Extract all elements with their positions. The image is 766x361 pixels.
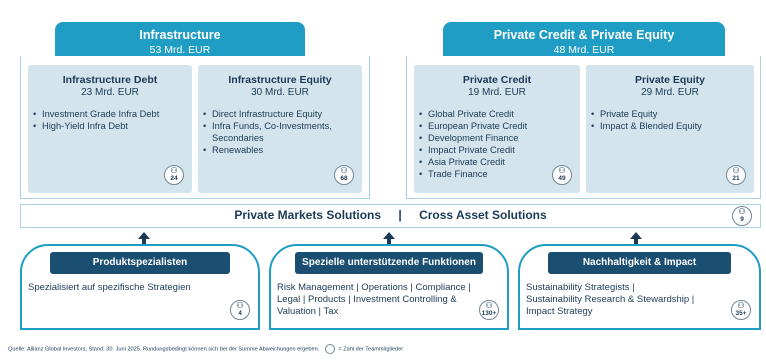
card-amount: 23 Mrd. EUR (81, 87, 139, 98)
list-item: Global Private Credit (419, 108, 580, 120)
produktspezialisten-title: Produktspezialisten (50, 252, 230, 274)
arrow-up-icon (630, 232, 642, 244)
panel-text: Risk Management | Operations | Complianc… (277, 282, 487, 318)
card-private-equity: Private Equity 29 Mrd. EUR Private Equit… (586, 65, 754, 193)
list-item: Investment Grade Infra Debt (33, 108, 192, 120)
card-amount: 30 Mrd. EUR (251, 87, 309, 98)
card-title: Infrastructure Debt (62, 74, 158, 86)
team-count-badge: ⚇ 35+ (731, 300, 751, 320)
sustainability-panel: Nachhaltigkeit & Impact Sustainability S… (518, 244, 761, 330)
panel-line: Sustainability Research & Stewardship | (526, 294, 695, 305)
team-count: 130+ (481, 310, 497, 317)
person-icon: ⚇ (732, 166, 740, 175)
team-count: 21 (732, 175, 740, 182)
panel-line: Risk Management | Operations | Complianc… (277, 282, 471, 293)
private-markets-title: Private Credit & Private Equity (493, 28, 675, 42)
team-count-badge: ⚇ 9 (732, 206, 752, 226)
infrastructure-header: Infrastructure 53 Mrd. EUR (55, 22, 305, 56)
infrastructure-amount: 53 Mrd. EUR (149, 44, 211, 56)
infrastructure-title: Infrastructure (139, 28, 221, 42)
team-count-badge: ⚇ 130+ (479, 300, 499, 320)
card-title: Infrastructure Equity (228, 74, 332, 86)
team-count-badge: ⚇ 68 (334, 165, 354, 185)
person-icon: ⚇ (236, 301, 244, 310)
team-count: 49 (558, 175, 566, 182)
team-count: 35+ (735, 310, 747, 317)
person-icon: ⚇ (485, 301, 493, 310)
separator: | (398, 208, 402, 222)
panel-line: Legal | Products | Investment Controllin… (277, 294, 457, 305)
footer: Quelle: Allianz Global Investors, Stand:… (8, 344, 708, 354)
list-item: Impact Private Credit (419, 144, 580, 156)
list-item-continuation: Secondaries (212, 133, 264, 143)
team-count: 4 (238, 310, 242, 317)
panel-text: Spezialisiert auf spezifische Strategien (28, 282, 238, 294)
list-item: Development Finance (419, 132, 580, 144)
team-count: 68 (340, 175, 348, 182)
card-title: Private Credit (462, 74, 532, 86)
private-markets-amount: 48 Mrd. EUR (553, 44, 615, 56)
support-functions-title: Spezielle unterstützende Funktionen (295, 252, 483, 274)
card-list: Direct Infrastructure Equity Infra Funds… (198, 108, 362, 156)
panel-line: Sustainability Strategists | (526, 282, 635, 293)
list-item: Infra Funds, Co-Investments, (203, 120, 362, 132)
produktspezialisten-panel: Produktspezialisten Spezialisiert auf sp… (20, 244, 260, 330)
card-list: Private Equity Impact & Blended Equity (586, 108, 754, 132)
list-item: Private Equity (591, 108, 754, 120)
card-amount: 19 Mrd. EUR (468, 87, 526, 98)
list-item: Asia Private Credit (419, 156, 580, 168)
footer-source: Quelle: Allianz Global Investors, Stand:… (8, 346, 320, 353)
list-item: European Private Credit (419, 120, 580, 132)
panel-line: Valuation | Tax (277, 306, 339, 317)
arrow-up-icon (383, 232, 395, 244)
team-count-badge: ⚇ 24 (164, 165, 184, 185)
solutions-bar: Private Markets Solutions | Cross Asset … (20, 204, 761, 228)
card-infrastructure-equity: Infrastructure Equity 30 Mrd. EUR Direct… (198, 65, 362, 193)
private-markets-solutions: Private Markets Solutions (234, 208, 382, 222)
card-infrastructure-debt: Infrastructure Debt 23 Mrd. EUR Investme… (28, 65, 192, 193)
list-item: Trade Finance (419, 168, 580, 180)
person-icon: ⚇ (558, 166, 566, 175)
panel-text: Sustainability Strategists | Sustainabil… (526, 282, 736, 318)
private-markets-header: Private Credit & Private Equity 48 Mrd. … (443, 22, 725, 56)
panel-line: Spezialisiert auf spezifische Strategien (28, 282, 191, 293)
list-item: Direct Infrastructure Equity (203, 108, 362, 120)
team-count-badge: ⚇ 49 (552, 165, 572, 185)
card-private-credit: Private Credit 19 Mrd. EUR Global Privat… (414, 65, 580, 193)
card-amount: 29 Mrd. EUR (641, 87, 699, 98)
team-count-badge: ⚇ 4 (230, 300, 250, 320)
person-icon: ⚇ (737, 301, 745, 310)
card-list: Global Private Credit European Private C… (414, 108, 580, 180)
card-list: Investment Grade Infra Debt High-Yield I… (28, 108, 192, 132)
person-icon: ⚇ (170, 166, 178, 175)
sustainability-title: Nachhaltigkeit & Impact (548, 252, 731, 274)
team-count: 9 (740, 216, 744, 223)
team-count-badge: ⚇ 21 (726, 165, 746, 185)
team-count: 24 (170, 175, 178, 182)
arrow-up-icon (138, 232, 150, 244)
person-icon: ⚇ (738, 207, 746, 216)
person-icon (324, 344, 335, 354)
support-functions-panel: Spezielle unterstützende Funktionen Risk… (269, 244, 509, 330)
list-item: Renewables (203, 144, 362, 156)
card-title: Private Equity (634, 74, 706, 86)
person-icon: ⚇ (340, 166, 348, 175)
list-item: High-Yield Infra Debt (33, 120, 192, 132)
cross-asset-solutions: Cross Asset Solutions (419, 208, 547, 222)
footer-legend: = Zahl der Teammitglieder (338, 346, 404, 353)
list-item: Impact & Blended Equity (591, 120, 754, 132)
panel-line: Impact Strategy (526, 306, 593, 317)
